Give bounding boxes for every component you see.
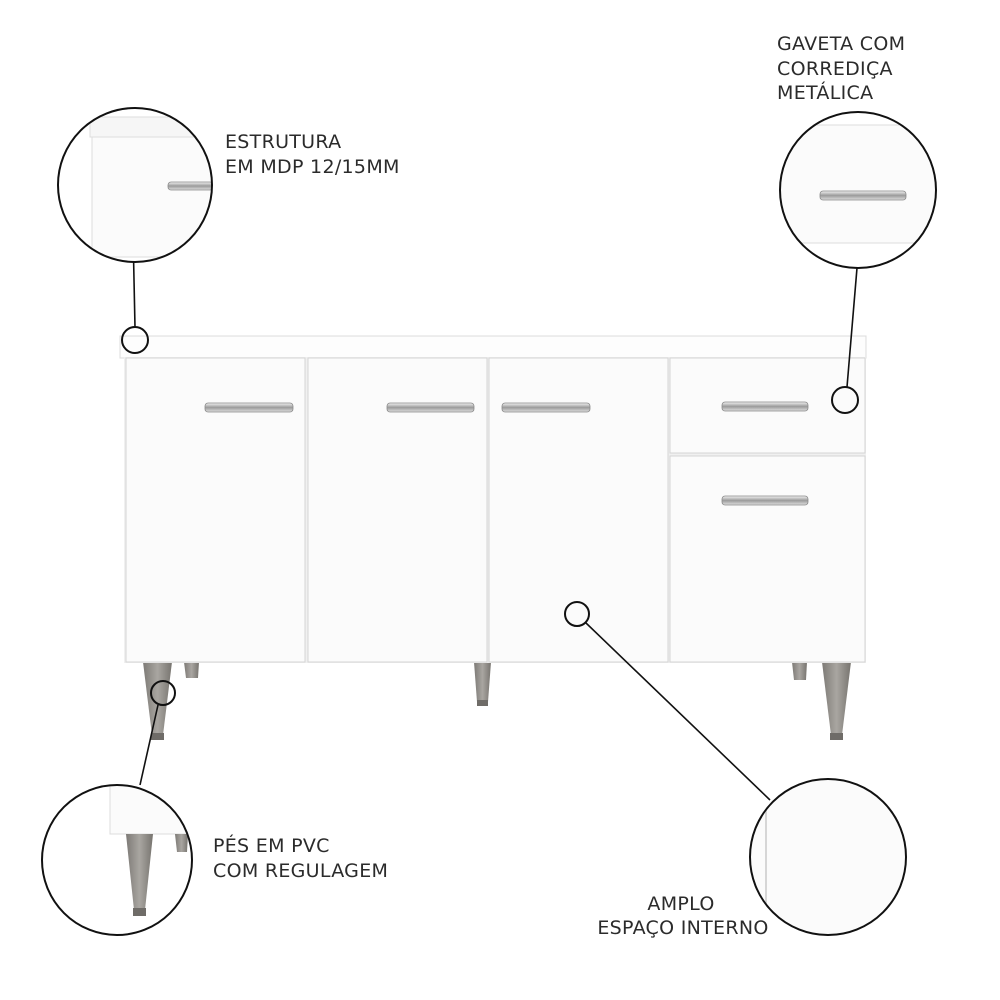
- callout-structure: ESTRUTURA EM MDP 12/15MM: [57, 107, 400, 354]
- callout-feet-line1: PÉS EM PVC: [213, 834, 330, 857]
- callout-interior-line1: AMPLO: [647, 893, 714, 915]
- leg-front-middle: [474, 662, 491, 702]
- callout-interior-line2: ESPAÇO INTERNO: [597, 917, 768, 939]
- door-4: [669, 455, 866, 663]
- callout-drawer: GAVETA COM CORREDIÇA METÁLICA: [777, 33, 937, 414]
- back-leg-left: [184, 662, 199, 678]
- marker-dot: [564, 601, 590, 627]
- callout-interior: AMPLO ESPAÇO INTERNO: [564, 601, 907, 939]
- callout-structure-line1: ESTRUTURA: [225, 131, 341, 153]
- callout-structure-line2: EM MDP 12/15MM: [225, 156, 400, 178]
- callout-drawer-line3: METÁLICA: [777, 81, 873, 104]
- back-leg-right: [792, 662, 807, 680]
- marker-dot: [150, 680, 176, 706]
- marker-dot: [121, 326, 149, 354]
- callout-drawer-line2: CORREDIÇA: [777, 58, 893, 80]
- leg-front-right: [822, 662, 851, 735]
- callout-feet: PÉS EM PVC COM REGULAGEM: [41, 680, 388, 936]
- drawer-handle: [721, 401, 809, 412]
- door-2-handle: [386, 402, 475, 413]
- marker-dot: [831, 386, 859, 414]
- callout-feet-line2: COM REGULAGEM: [213, 860, 388, 882]
- door-4-handle: [721, 495, 809, 506]
- callout-drawer-line1: GAVETA COM: [777, 33, 905, 55]
- door-3-handle: [501, 402, 591, 413]
- countertop: [119, 335, 867, 359]
- leg-front-left: [143, 662, 172, 735]
- door-1-handle: [204, 402, 294, 413]
- cabinet: [119, 335, 867, 740]
